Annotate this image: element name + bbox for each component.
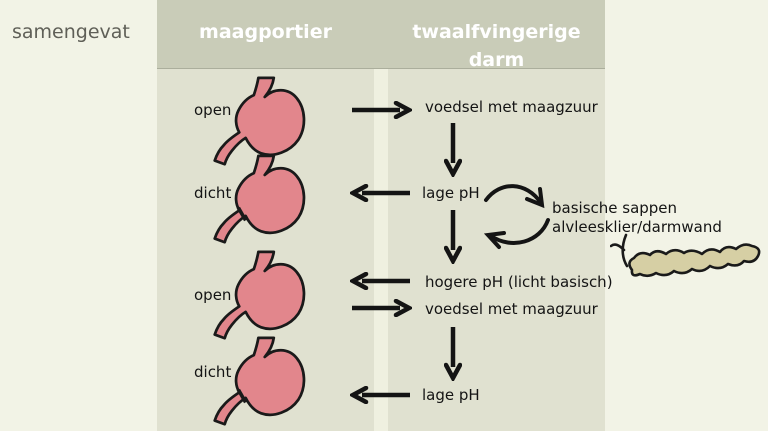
feedback-label-line1: basische sappen: [552, 199, 678, 217]
stomach-closed-icon: [213, 336, 306, 426]
flow-step-low-ph: lage pH: [422, 184, 480, 202]
pancreas-duct-branch: [610, 243, 626, 252]
column-divider-strip: [374, 68, 388, 431]
flow-step-food-with-acid: voedsel met maagzuur: [425, 98, 598, 116]
stomach-state-label: open: [194, 101, 232, 119]
flow-step-higher-ph: hogere pH (licht basisch): [425, 273, 613, 291]
flow-step-food-with-acid: voedsel met maagzuur: [425, 300, 598, 318]
arrow-down-icon: [444, 327, 462, 381]
arrow-left-icon: [350, 386, 410, 404]
arrow-left-icon: [350, 272, 410, 290]
stomach-open-icon: [213, 250, 306, 340]
feedback-label-line2: alvleesklier/darmwand: [552, 218, 722, 236]
pancreas-duct: [621, 233, 629, 268]
stomach-state-label: dicht: [194, 363, 232, 381]
pylorus-closed-mark: [236, 388, 248, 404]
stomach-state-label: dicht: [194, 184, 232, 202]
stomach-state-label: open: [194, 286, 232, 304]
arrow-down-icon: [444, 123, 462, 177]
arrow-right-icon: [352, 101, 412, 119]
duodenum-column-background: [388, 68, 605, 431]
arrow-down-icon: [444, 210, 462, 264]
header-band: [157, 0, 605, 69]
pancreas-icon: [610, 233, 761, 278]
curved-arrow-right-down-icon: [484, 184, 545, 209]
stomach-open-icon: [213, 76, 306, 166]
stomach-closed-icon: [213, 154, 306, 244]
arrow-right-icon: [352, 299, 412, 317]
column-header-maagportier: maagportier: [199, 21, 332, 43]
curved-arrow-left-up-icon: [483, 218, 550, 249]
column-header-duodenum: twaalfvingerige darm: [412, 21, 581, 71]
arrow-left-icon: [350, 184, 410, 202]
pylorus-closed-mark: [236, 206, 248, 222]
page-title: samengevat: [12, 21, 130, 43]
flow-step-low-ph: lage pH: [422, 386, 480, 404]
